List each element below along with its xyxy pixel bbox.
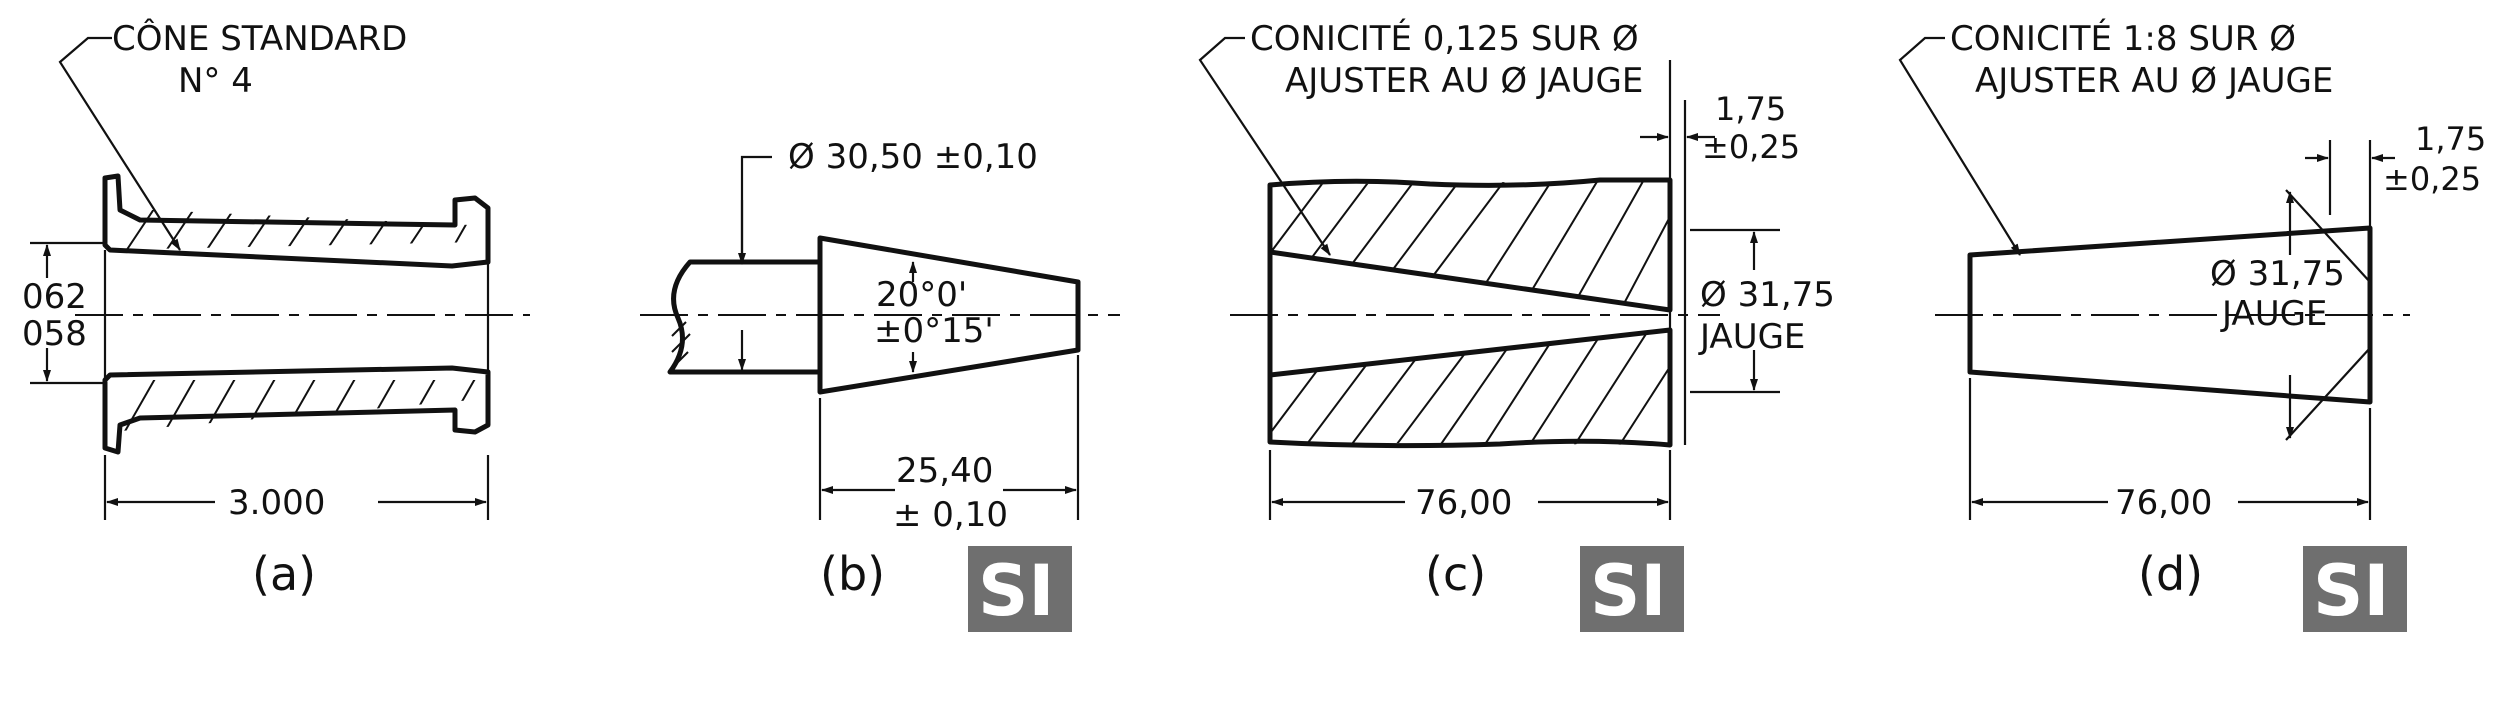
- dim-a-length-value: 3.000: [228, 483, 325, 523]
- dim-b-angle-tol: ±0°15': [874, 311, 994, 351]
- si-badge-d: SI: [2303, 546, 2407, 632]
- caption-a: (a): [252, 547, 316, 601]
- dim-a-dia-lower: 058: [22, 314, 87, 354]
- dim-b-length-tol: ± 0,10: [893, 495, 1008, 535]
- leader-d: [1898, 36, 2021, 256]
- dim-c-offset-value: 1,75: [1715, 90, 1786, 128]
- dim-c-offset-tol: ±0,25: [1702, 128, 1800, 166]
- svg-text:SI: SI: [978, 550, 1054, 632]
- dim-d-offset-value: 1,75: [2415, 120, 2486, 158]
- label-ajuster-d: AJUSTER AU Ø JAUGE: [1975, 61, 2333, 101]
- caption-b: (b): [820, 547, 885, 601]
- dim-c-gauge-label: JAUGE: [1698, 317, 1805, 357]
- leader-c: [1198, 36, 1331, 256]
- dim-c-length-value: 76,00: [1415, 483, 1512, 523]
- part-b-cone: [817, 235, 1081, 395]
- si-badge-c: SI: [1580, 546, 1684, 632]
- caption-c: (c): [1425, 547, 1486, 601]
- dim-c-gauge-value: Ø 31,75: [1700, 275, 1835, 315]
- dim-d-offset-tol: ±0,25: [2383, 160, 2481, 198]
- label-conicite-c: CONICITÉ 0,125 SUR Ø: [1250, 18, 1639, 59]
- dim-b-diameter-value: Ø 30,50 ±0,10: [788, 137, 1038, 177]
- dim-d-length-value: 76,00: [2115, 483, 2212, 523]
- figure-c: CONICITÉ 0,125 SUR Ø AJUSTER AU Ø JAUGE …: [1198, 18, 1835, 632]
- figure-a: CÔNE STANDARD N° 4 062 058 3.000 (a): [22, 18, 530, 601]
- figure-b: Ø 30,50 ±0,10 20°0' ±0°15' 25,40 ± 0,10 …: [640, 137, 1120, 632]
- leader-a: [58, 36, 181, 251]
- label-cone-number: N° 4: [178, 61, 253, 101]
- part-c-body: [1267, 177, 1687, 449]
- figure-d: CONICITÉ 1:8 SUR Ø AJUSTER AU Ø JAUGE 1,…: [1898, 18, 2486, 632]
- dim-d-gauge-label: JAUGE: [2220, 294, 2327, 334]
- dim-d-gauge-value: Ø 31,75: [2210, 254, 2345, 294]
- svg-text:SI: SI: [2313, 550, 2389, 632]
- caption-d: (d): [2138, 547, 2203, 601]
- label-conicite-d: CONICITÉ 1:8 SUR Ø: [1950, 18, 2296, 59]
- dim-b-length-value: 25,40: [896, 451, 993, 491]
- part-b-shank: [667, 259, 820, 375]
- hatching-c-lower: [1270, 330, 1670, 445]
- dim-a-dia-upper: 062: [22, 277, 87, 317]
- label-ajuster-c: AJUSTER AU Ø JAUGE: [1285, 61, 1643, 101]
- si-badge-b: SI: [968, 546, 1072, 632]
- label-cone-standard: CÔNE STANDARD: [112, 18, 407, 59]
- part-d-cone: [1967, 225, 2373, 405]
- svg-text:SI: SI: [1590, 550, 1666, 632]
- dim-b-angle: 20°0': [876, 275, 967, 315]
- hatching-a-lower: [119, 380, 480, 432]
